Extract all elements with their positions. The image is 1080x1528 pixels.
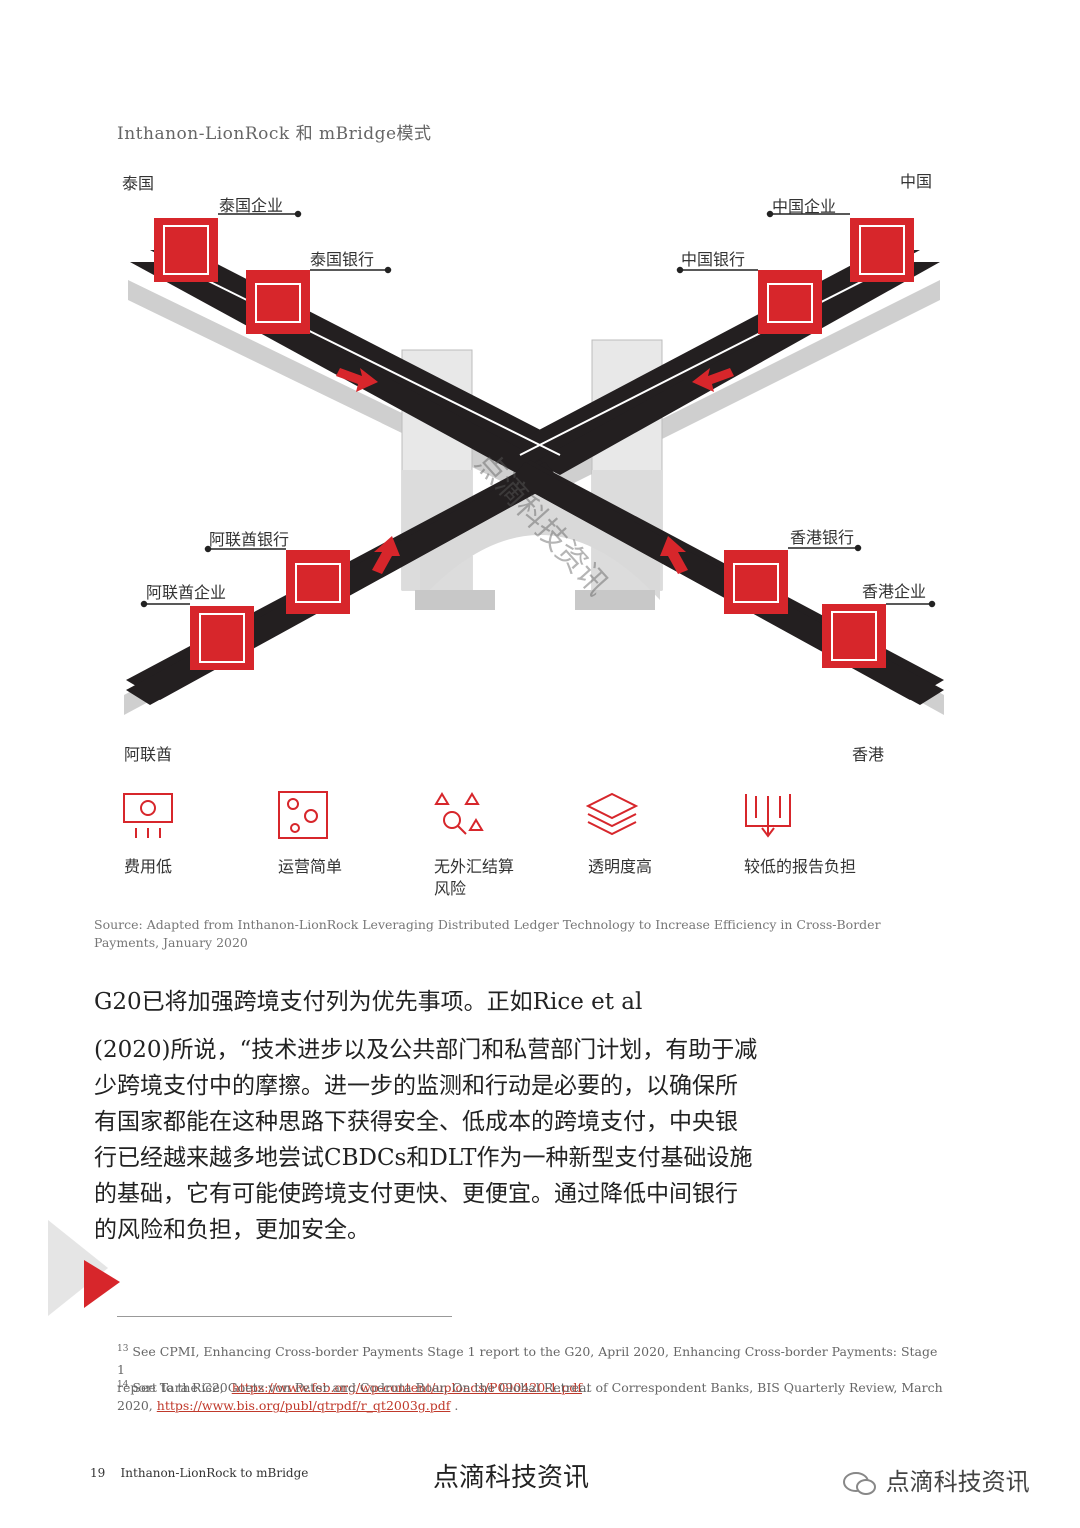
wechat-icon [842, 1470, 878, 1496]
body-line-3: 少跨境支付中的摩擦。进一步的监测和行动是必要的，以确保所 [94, 1068, 738, 1104]
label-thai-bank: 泰国银行 [310, 246, 374, 270]
country-china: 中国 [900, 168, 932, 192]
footer-brand: 点滴科技资讯 [842, 1462, 1030, 1497]
money-icon [122, 790, 176, 842]
benefit-reporting: 较低的报告负担 [744, 856, 856, 878]
country-thailand: 泰国 [122, 170, 154, 194]
page-footer: 19 Inthanon-LionRock to mBridge [90, 1466, 308, 1480]
page-number: 19 [90, 1466, 105, 1480]
body-line-1: G20已将加强跨境支付列为优先事项。正如Rice et al [94, 984, 642, 1020]
footnote-14-end: . [450, 1398, 458, 1413]
body-line-4: 有国家都能在这种思路下获得安全、低成本的跨境支付，中央银 [94, 1104, 738, 1140]
gears-icon [277, 790, 331, 842]
label-thai-corp: 泰国企业 [219, 192, 283, 216]
benefit-no-fx-risk: 无外汇结算 [434, 856, 514, 878]
footnote-14-link[interactable]: https://www.bis.org/publ/qtrpdf/r_qt2003… [157, 1398, 451, 1413]
country-hongkong: 香港 [852, 741, 884, 765]
footnote-13-number: 13 [117, 1344, 128, 1354]
label-china-corp: 中国企业 [772, 193, 836, 217]
footnote-14-text-2: 2020, [117, 1398, 157, 1413]
label-china-bank: 中国银行 [681, 246, 745, 270]
country-uae: 阿联酋 [124, 741, 172, 765]
source-line-2: Payments, January 2020 [94, 934, 894, 952]
footer-doc-title: Inthanon-LionRock to mBridge [121, 1466, 309, 1480]
footnote-separator [117, 1316, 452, 1317]
bridge-diagram [0, 0, 1080, 780]
body-line-6: 的基础，它有可能使跨境支付更快、更便宜。通过降低中间银行 [94, 1176, 738, 1212]
footnote-14-number: 14 [117, 1380, 128, 1390]
label-uae-bank: 阿联酋银行 [209, 526, 289, 550]
benefit-simple-ops: 运营简单 [278, 856, 342, 878]
benefit-low-cost: 费用低 [124, 856, 172, 878]
body-line-5: 行已经越来越多地尝试CBDCs和DLT作为一种新型支付基础设施 [94, 1140, 753, 1176]
benefit-no-fx-risk-line2: 风险 [434, 878, 466, 900]
benefit-transparency: 透明度高 [588, 856, 652, 878]
body-line-2: (2020)所说，“技术进步以及公共部门和私营部门计划，有助于减 [94, 1032, 757, 1068]
footer-center-text: 点滴科技资讯 [433, 1457, 589, 1494]
source-line-1: Source: Adapted from Inthanon-LionRock L… [94, 916, 894, 934]
fx-risk-icon [432, 790, 486, 842]
footnote-13-text: See CPMI, Enhancing Cross-border Payment… [117, 1344, 937, 1377]
label-hk-bank: 香港银行 [790, 524, 854, 548]
body-line-7: 的风险和负担，更加安全。 [94, 1212, 370, 1248]
figure-source: Source: Adapted from Inthanon-LionRock L… [94, 916, 894, 952]
arrows-down-icon [742, 790, 796, 842]
footer-brand-text: 点滴科技资讯 [886, 1468, 1030, 1496]
decorative-triangles [48, 1220, 124, 1316]
label-hk-corp: 香港企业 [862, 578, 926, 602]
layers-icon [586, 790, 640, 842]
footnote-14-text: See Tara Rice, Goetz von Peter and Codru… [128, 1380, 942, 1395]
label-uae-corp: 阿联酋企业 [146, 579, 226, 603]
footnote-14: 14 See Tara Rice, Goetz von Peter and Co… [117, 1376, 947, 1415]
